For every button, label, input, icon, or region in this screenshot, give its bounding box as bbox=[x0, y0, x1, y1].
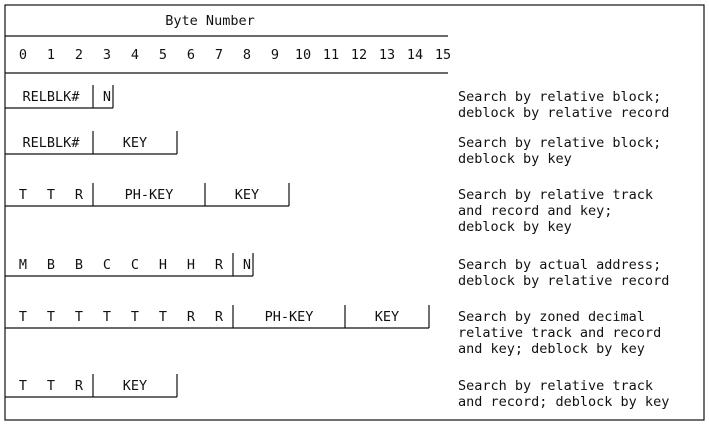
byte-number-label: 14 bbox=[407, 47, 423, 63]
format-row: RELBLK# N Search by relative block;deblock… bbox=[5, 85, 669, 121]
field-label: C bbox=[103, 257, 111, 273]
format-description-line: deblock by relative record bbox=[458, 273, 669, 289]
byte-number-label: 7 bbox=[215, 47, 223, 63]
field-label: PH-KEY bbox=[265, 309, 314, 325]
format-description-line: relative track and record bbox=[458, 325, 661, 341]
field-label: R bbox=[187, 309, 196, 325]
byte-number-label: 5 bbox=[159, 47, 167, 63]
format-description-line: deblock by relative record bbox=[458, 105, 669, 121]
format-description-line: and key; deblock by key bbox=[458, 341, 645, 357]
format-description-line: Search by zoned decimal bbox=[458, 309, 645, 325]
field-label: B bbox=[75, 257, 83, 273]
field-label: B bbox=[47, 257, 55, 273]
field-label: KEY bbox=[123, 378, 147, 394]
field-label: N bbox=[243, 257, 251, 273]
byte-number-label: 0 bbox=[19, 47, 27, 63]
field-label: KEY bbox=[123, 135, 147, 151]
outer-frame bbox=[4, 4, 705, 421]
format-description-line: and record and key; bbox=[458, 203, 612, 219]
byte-number-title: Byte Number bbox=[165, 13, 254, 29]
format-description-line: Search by relative track bbox=[458, 187, 653, 203]
field-label: T bbox=[103, 309, 111, 325]
field-label: R bbox=[75, 378, 84, 394]
format-row: RELBLK# KEY Search by relative block;deblo… bbox=[5, 131, 661, 167]
byte-number-label: 12 bbox=[351, 47, 367, 63]
format-row: T T T T T T R R PH-KEY KEY Search by zoned decimal… bbox=[5, 305, 661, 357]
byte-number-label: 1 bbox=[47, 47, 55, 63]
field-label: T bbox=[131, 309, 139, 325]
field-label: PH-KEY bbox=[125, 187, 174, 203]
field-label: T bbox=[47, 309, 55, 325]
byte-number-label: 6 bbox=[187, 47, 195, 63]
field-label: H bbox=[159, 257, 167, 273]
byte-number-label: 4 bbox=[131, 47, 139, 63]
byte-number-label: 15 bbox=[435, 47, 451, 63]
format-description-line: and record; deblock by key bbox=[458, 394, 669, 410]
byte-number-label: 9 bbox=[271, 47, 279, 63]
byte-number-label: 3 bbox=[103, 47, 111, 63]
field-label: M bbox=[19, 257, 27, 273]
field-label: T bbox=[159, 309, 167, 325]
field-label: T bbox=[47, 378, 55, 394]
byte-number-label: 11 bbox=[323, 47, 339, 63]
format-description-line: Search by relative block; bbox=[458, 89, 661, 105]
field-label: H bbox=[187, 257, 195, 273]
format-description-line: Search by relative track bbox=[458, 378, 653, 394]
field-label: KEY bbox=[375, 309, 399, 325]
field-label: R bbox=[75, 187, 84, 203]
format-description-line: deblock by key bbox=[458, 151, 572, 167]
byte-number-label: 2 bbox=[75, 47, 83, 63]
format-row: T T R PH-KEY KEY Search by relative trackand … bbox=[5, 183, 653, 235]
field-label: R bbox=[215, 257, 224, 273]
format-row: M B B C C H H R N Search by actual address;debloc… bbox=[5, 253, 669, 289]
field-label: R bbox=[215, 309, 224, 325]
field-label: T bbox=[19, 187, 27, 203]
field-label: T bbox=[47, 187, 55, 203]
byte-number-label: 13 bbox=[379, 47, 395, 63]
format-description-line: Search by actual address; bbox=[458, 257, 661, 273]
field-label: T bbox=[19, 378, 27, 394]
field-label: N bbox=[103, 89, 111, 105]
format-description-line: Search by relative block; bbox=[458, 135, 661, 151]
field-label: RELBLK# bbox=[23, 135, 81, 151]
byte-number-label: 8 bbox=[243, 47, 251, 63]
field-label: C bbox=[131, 257, 139, 273]
field-label: T bbox=[75, 309, 83, 325]
byte-number-label: 10 bbox=[295, 47, 311, 63]
field-label: KEY bbox=[235, 187, 259, 203]
format-description-line: deblock by key bbox=[458, 219, 572, 235]
field-label: RELBLK# bbox=[23, 89, 81, 105]
field-label: T bbox=[19, 309, 27, 325]
